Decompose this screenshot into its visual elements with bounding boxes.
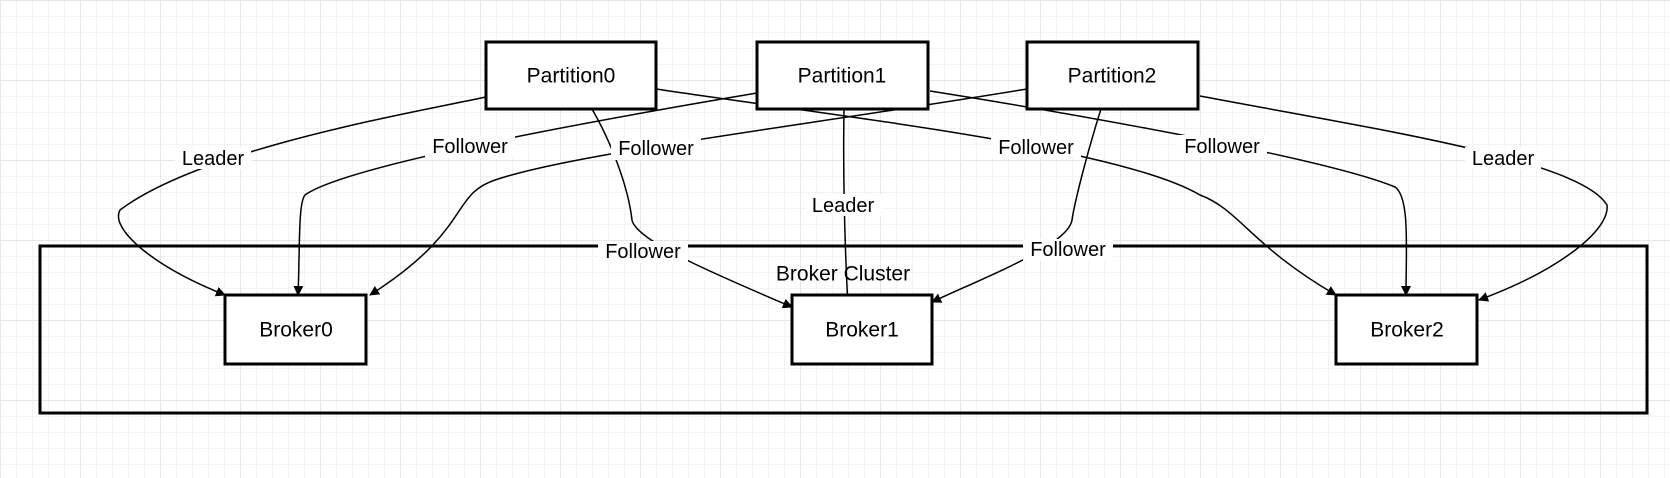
edge-label-p0-b1: Follower bbox=[598, 241, 688, 263]
edge-label-p2-b2: Leader bbox=[1465, 147, 1541, 170]
edge-p2-b0[interactable] bbox=[369, 88, 1028, 296]
svg-text:Follower: Follower bbox=[1030, 239, 1106, 261]
edge-label-p2-b0: Follower bbox=[611, 138, 701, 160]
edge-p2-b2[interactable] bbox=[1199, 95, 1608, 302]
broker-label: Broker2 bbox=[1370, 319, 1444, 342]
broker-label: Broker1 bbox=[825, 319, 899, 342]
partition-label: Partition0 bbox=[527, 65, 616, 88]
svg-text:Follower: Follower bbox=[432, 136, 508, 158]
svg-text:Follower: Follower bbox=[605, 241, 681, 263]
edge-p2-b1[interactable] bbox=[931, 108, 1102, 303]
partition-node-1[interactable]: Partition1 bbox=[755, 40, 930, 111]
svg-text:Leader: Leader bbox=[812, 195, 875, 217]
edge-label-p1-b2: Follower bbox=[1177, 135, 1267, 158]
cluster-label: Broker Cluster bbox=[776, 263, 910, 286]
edge-label-p0-b0: Leader bbox=[175, 147, 251, 170]
svg-text:Leader: Leader bbox=[1472, 148, 1535, 170]
partition-label: Partition1 bbox=[798, 65, 887, 88]
edge-label-p1-b0: Follower bbox=[425, 136, 515, 158]
broker-label: Broker0 bbox=[259, 319, 333, 342]
broker-node-0[interactable]: Broker0 bbox=[223, 293, 368, 366]
svg-text:Leader: Leader bbox=[182, 148, 245, 170]
broker-node-1[interactable]: Broker1 bbox=[790, 293, 934, 366]
partition-node-2[interactable]: Partition2 bbox=[1025, 40, 1200, 111]
broker-cluster[interactable] bbox=[38, 244, 1649, 415]
edge-labels: Leader Follower Follower Follower Leader… bbox=[175, 135, 1541, 263]
edge-p1-b0[interactable] bbox=[293, 92, 758, 296]
partition-node-0[interactable]: Partition0 bbox=[484, 40, 658, 111]
partition-label: Partition2 bbox=[1068, 65, 1157, 88]
edge-label-p2-b1: Follower bbox=[1023, 239, 1113, 261]
edge-p0-b1[interactable] bbox=[591, 108, 793, 309]
broker-node-2[interactable]: Broker2 bbox=[1334, 293, 1479, 366]
edge-label-p0-b2: Follower bbox=[991, 136, 1081, 159]
edge-p0-b0[interactable] bbox=[117, 96, 487, 297]
edge-p0-b2[interactable] bbox=[655, 88, 1337, 296]
edge-label-p1-b1: Leader bbox=[806, 194, 882, 217]
edges bbox=[117, 88, 1608, 309]
svg-text:Follower: Follower bbox=[1184, 136, 1260, 158]
svg-text:Follower: Follower bbox=[618, 138, 694, 160]
edge-p1-b2[interactable] bbox=[929, 90, 1412, 296]
svg-text:Follower: Follower bbox=[998, 137, 1074, 159]
